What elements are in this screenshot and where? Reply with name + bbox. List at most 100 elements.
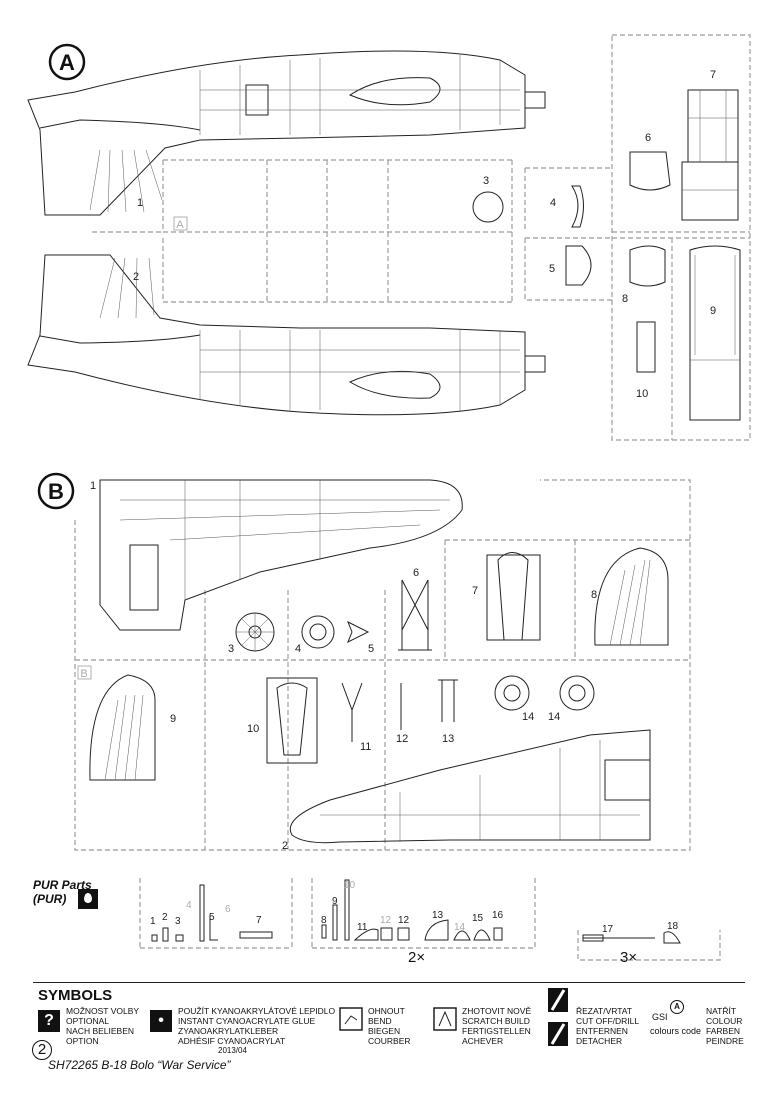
- symbols-heading: SYMBOLS: [38, 987, 113, 1004]
- pur-part-label: 5: [209, 912, 215, 923]
- gsi-label: GSI: [652, 1012, 668, 1022]
- part-b2-wing-lower: [289, 729, 651, 844]
- part-a8: [629, 245, 666, 287]
- sprue-a-badge: [48, 43, 86, 81]
- part-label: 8: [622, 293, 628, 305]
- part-b4: [301, 615, 335, 649]
- pur-part-label: 12: [380, 915, 392, 926]
- part-b9-stabilizer: [89, 674, 156, 781]
- cut-icon: [548, 988, 568, 1046]
- pur-group-2-multiplier: 2×: [408, 949, 426, 966]
- part-label: 3: [228, 643, 234, 655]
- part-a3: [472, 191, 504, 223]
- part-b10: [266, 677, 318, 764]
- symbol-scratch-build: Zhotovit nově Scratch build Fertigstelle…: [462, 1006, 532, 1046]
- part-label: 1: [137, 197, 143, 209]
- pur-part-label: 15: [472, 913, 484, 924]
- symbol-glue: Použít kyanoakrylátové lepidlo Instant c…: [178, 1006, 336, 1046]
- part-label: 7: [472, 585, 478, 597]
- part-b7: [486, 552, 541, 641]
- part-a7: [681, 89, 739, 221]
- pur-part-label: 16: [492, 910, 504, 921]
- page-number: 2: [32, 1040, 52, 1060]
- part-label: 4: [295, 643, 301, 655]
- part-label: 7: [710, 69, 716, 81]
- bend-icon: [339, 1007, 363, 1031]
- part-a6: [629, 151, 671, 191]
- part-b13: [438, 679, 458, 722]
- pur-part-label: 6: [225, 904, 231, 915]
- colours-code-label: colours code: [650, 1026, 702, 1036]
- pur-part-label: 8: [321, 915, 327, 926]
- part-label: 14: [522, 711, 534, 723]
- symbol-optional: Možnost volby Optional Nach Belieben Opt…: [66, 1006, 140, 1046]
- part-label: 11: [360, 741, 371, 753]
- part-label: 13: [442, 733, 454, 745]
- part-b8-stabilizer: [594, 547, 669, 646]
- glue-drop-icon: [78, 889, 98, 909]
- pur-part-label: 18: [667, 921, 679, 932]
- glue-drop-icon: •: [150, 1010, 172, 1032]
- part-label: 14: [548, 711, 560, 723]
- sprue-b-label: B: [48, 479, 64, 504]
- sprue-b-badge: [37, 472, 75, 510]
- pur-subtitle: (PUR): [33, 892, 67, 906]
- part-label: 6: [645, 132, 651, 144]
- question-icon: ?: [38, 1010, 60, 1032]
- part-b5: [347, 620, 370, 644]
- part-b14-wheel: [559, 675, 595, 711]
- pur-parts: [139, 878, 721, 961]
- symbols-divider: [33, 982, 745, 983]
- part-b11: [341, 682, 363, 742]
- kit-title: SH72265 B-18 Bolo “War Service”: [48, 1058, 231, 1072]
- pur-parts-label: PUR Parts (PUR): [33, 878, 92, 906]
- part-label: 1: [90, 480, 96, 492]
- sprue-a-frame-label: A: [176, 219, 184, 231]
- part-label: 12: [396, 733, 408, 745]
- pur-part-label: 12: [398, 915, 410, 926]
- pur-part-label: 9: [332, 896, 338, 907]
- part-label: 10: [247, 723, 259, 735]
- part-label: 5: [549, 263, 555, 275]
- part-label: 9: [710, 305, 716, 317]
- sprue-b-frame-label: B: [80, 668, 87, 680]
- scratch-build-icon: [433, 1007, 457, 1031]
- pur-part-label: 4: [186, 900, 192, 911]
- pur-part-label: 17: [602, 924, 614, 935]
- part-label: 6: [413, 567, 419, 579]
- part-label: 4: [550, 197, 556, 209]
- part-a1-fuselage-left: [27, 50, 546, 216]
- symbol-icons: [339, 988, 568, 1046]
- pur-part-label: 1: [150, 916, 156, 927]
- symbol-cut: Řezat/vrtat Cut off/drill Entfernen Deta…: [576, 1006, 640, 1046]
- part-label: 10: [636, 388, 648, 400]
- pur-part-label: 13: [432, 910, 444, 921]
- part-label: 2: [133, 271, 139, 283]
- part-label: 3: [483, 175, 489, 187]
- pur-group-3-multiplier: 3×: [620, 949, 638, 966]
- pur-part-label: 3: [175, 916, 181, 927]
- part-b1-wing-upper: [99, 479, 463, 631]
- colour-code-icon: A: [670, 1000, 684, 1014]
- pur-part-label: 11: [357, 922, 368, 933]
- part-a10: [636, 321, 656, 373]
- pur-title: PUR Parts: [33, 878, 92, 892]
- sprue-a: A A 1 2 3: [27, 34, 751, 441]
- part-label: 5: [368, 643, 374, 655]
- symbol-bend: Ohnout Bend Biegen Courber: [368, 1006, 411, 1046]
- date: 2013/04: [218, 1046, 247, 1055]
- part-a9: [689, 245, 741, 421]
- part-b14-wheel: [494, 675, 530, 711]
- part-label: 8: [591, 589, 597, 601]
- symbol-colour: Natřít Colour Farben Peindre: [706, 1006, 744, 1046]
- part-label: 2: [282, 840, 288, 852]
- pur-part-label: 7: [256, 915, 262, 926]
- part-a5: [565, 245, 592, 286]
- part-a4: [571, 185, 584, 228]
- pur-part-label: 10: [344, 880, 356, 891]
- part-label: 9: [170, 713, 176, 725]
- part-a2-fuselage-right: [27, 254, 546, 416]
- sprue-b: B B 1 2 3 4 5 6: [37, 472, 691, 852]
- sprue-a-label: A: [59, 50, 75, 75]
